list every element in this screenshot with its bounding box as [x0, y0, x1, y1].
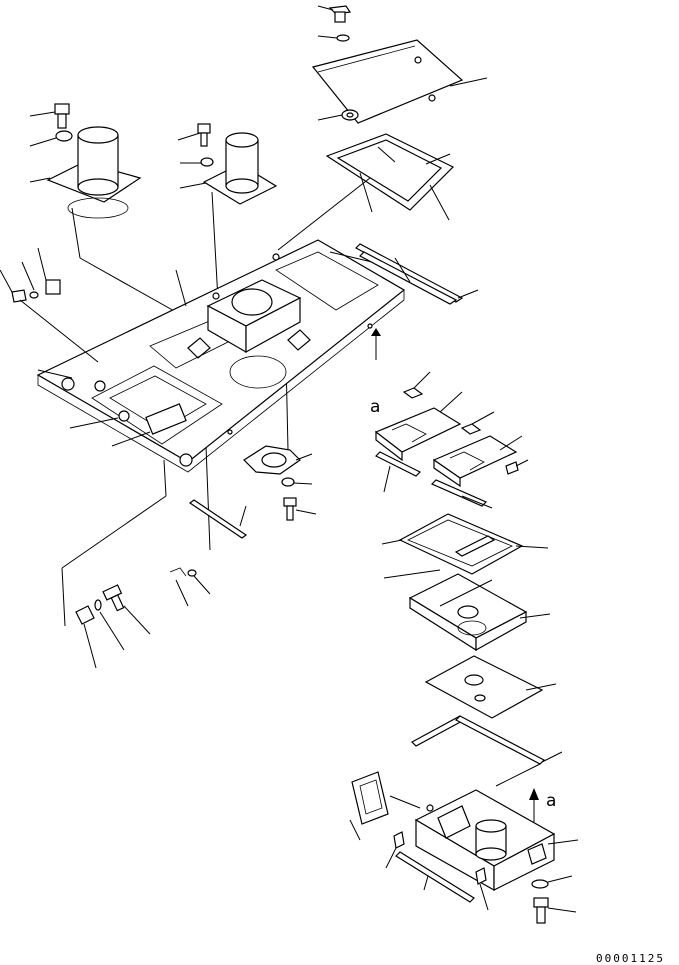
- gasket-sheet: [381, 513, 549, 579]
- base-sheet: [424, 655, 557, 719]
- top-washer: [317, 34, 350, 42]
- center-washer: [180, 157, 214, 167]
- top-cover-plate: [311, 39, 488, 124]
- main-deck-plate: [36, 239, 406, 473]
- bracket-plate-left: [374, 391, 463, 462]
- center-bolt: [177, 123, 211, 147]
- view-label-a-upper: a: [370, 397, 380, 417]
- spacer-washer: [317, 109, 359, 121]
- view-label-a-lower: a: [546, 791, 556, 811]
- handle-frame: [349, 771, 421, 841]
- tray-box: [408, 573, 551, 652]
- gasket-frame: [325, 133, 455, 221]
- rod-pin: [188, 499, 248, 539]
- bottom-washer: [531, 875, 573, 889]
- bracket-plate-right: [432, 435, 529, 488]
- bottom-housing: [414, 789, 579, 892]
- side-hardware: [0, 247, 99, 363]
- top-knob-bolt: [317, 5, 352, 23]
- rail-bars: [355, 243, 479, 305]
- spring-clip: [169, 567, 211, 607]
- small-brackets-bottom: [385, 831, 489, 911]
- flange-washer: [281, 477, 313, 487]
- view-arrow-a-lower: [529, 788, 539, 822]
- view-arrow-a-upper: [371, 328, 381, 360]
- left-bolt-1: [29, 103, 70, 129]
- rubber-pads: [402, 371, 495, 435]
- left-washer-1: [29, 130, 73, 147]
- round-flange: [243, 445, 313, 475]
- flange-bolt: [283, 497, 317, 521]
- bottom-bolt: [533, 897, 577, 924]
- strip-bars: [374, 451, 493, 509]
- lower-left-bolt-group: [75, 584, 151, 669]
- drawing-code: 00001125: [596, 952, 665, 965]
- center-motor: [179, 132, 278, 205]
- left-motor-1: [29, 126, 142, 219]
- angle-rail: [411, 715, 563, 787]
